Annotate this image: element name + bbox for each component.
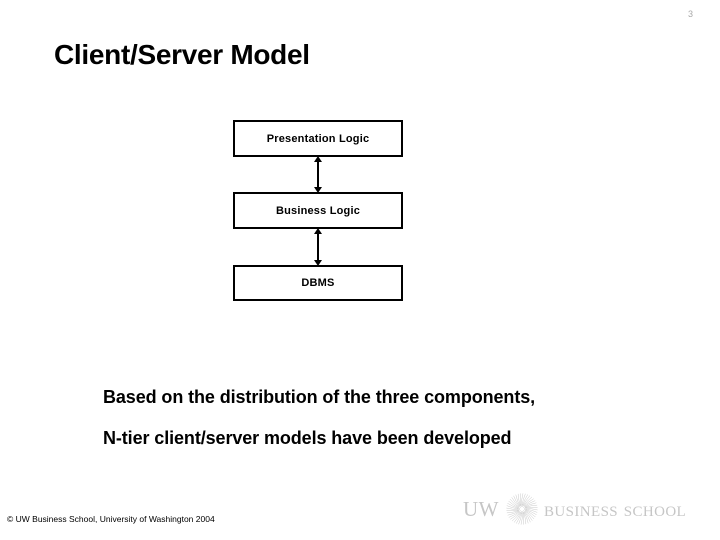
tier-label-dbms: DBMS — [301, 277, 335, 289]
tier-box-dbms: DBMS — [233, 265, 403, 301]
tier-label-presentation-logic: Presentation Logic — [266, 132, 370, 145]
arrow-head-down-icon — [314, 260, 322, 266]
logo-wordmark: Business School — [544, 496, 687, 521]
footer-copyright: © UW Business School, University of Wash… — [7, 514, 215, 524]
body-line-1: Based on the distribution of the three c… — [103, 387, 536, 407]
tier-label-business-logic: Business Logic — [275, 204, 361, 217]
double-arrow-presentation-to-business — [314, 156, 322, 193]
page-number: 3 — [687, 9, 693, 19]
tier-box-presentation-logic: Presentation Logic — [233, 120, 403, 157]
arrow-shaft — [317, 160, 319, 189]
page-title: Client/Server Model — [54, 39, 310, 70]
body-text-block: Based on the distribution of the three c… — [103, 377, 663, 459]
double-arrow-business-to-dbms — [314, 228, 322, 266]
arrow-head-up-icon — [314, 228, 322, 234]
sunburst-emblem-icon — [505, 492, 539, 526]
client-server-tier-diagram: Presentation Logic Business Logic DBMS — [233, 120, 403, 301]
uw-business-school-logo: UW Business School — [463, 492, 686, 526]
logo-initials: UW — [463, 496, 499, 521]
tier-box-business-logic: Business Logic — [233, 192, 403, 229]
arrow-head-up-icon — [314, 156, 322, 162]
arrow-shaft — [317, 232, 319, 262]
body-line-2: N-tier client/server models have been de… — [103, 428, 512, 448]
arrow-head-down-icon — [314, 187, 322, 193]
